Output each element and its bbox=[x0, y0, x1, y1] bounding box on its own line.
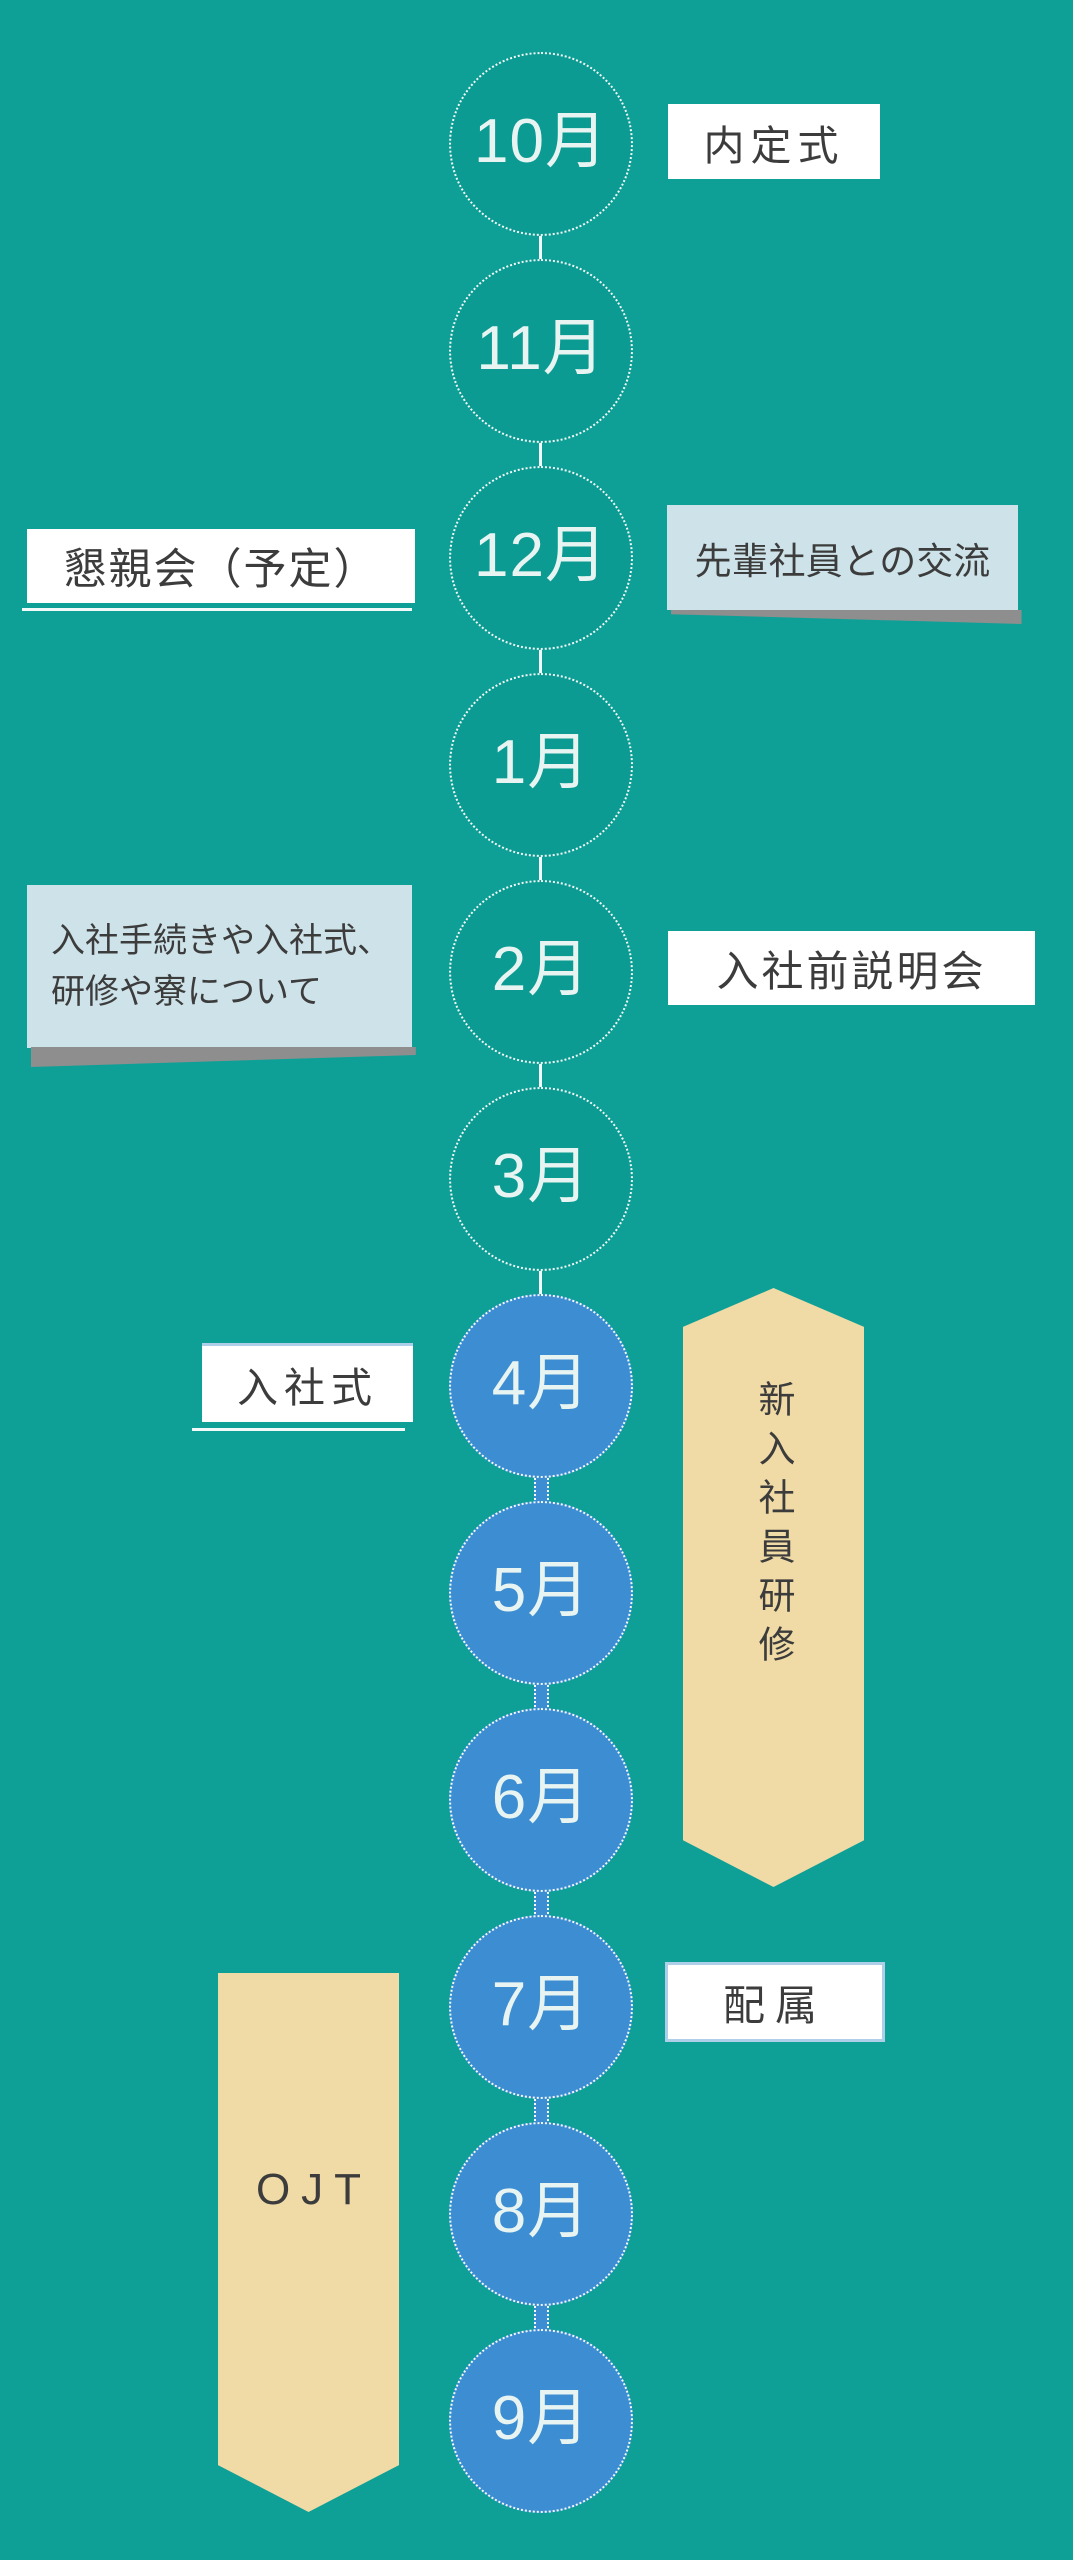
month-circle-11: 8月 bbox=[449, 2122, 633, 2306]
event-label-text: 入社前説明会 bbox=[716, 947, 987, 995]
month-label: 5月 bbox=[491, 1556, 591, 1625]
month-circle-9: 6月 bbox=[449, 1708, 633, 1892]
note-nyusha-tetsuzuki: 入社手続きや入社式、 研修や寮について bbox=[27, 885, 412, 1048]
timeline-connector-solid bbox=[534, 2299, 549, 2336]
event-label-haizoku: 配属 bbox=[665, 1962, 885, 2042]
banner-ojt: OJT bbox=[218, 1973, 399, 2512]
note-text-line2: 研修や寮について bbox=[51, 972, 322, 1011]
month-circle-12: 9月 bbox=[449, 2329, 633, 2513]
timeline-connector-solid bbox=[534, 1678, 549, 1715]
month-label: 1月 bbox=[491, 728, 591, 797]
month-label: 8月 bbox=[491, 2177, 591, 2246]
month-circle-7: 4月 bbox=[449, 1294, 633, 1478]
month-circle-3: 12月 bbox=[449, 466, 633, 650]
month-label: 12月 bbox=[474, 521, 608, 590]
note-text: 先輩社員との交流 bbox=[694, 540, 991, 582]
month-circle-1: 10月 bbox=[449, 52, 633, 236]
event-label-text: 懇親会（予定） bbox=[63, 546, 379, 594]
month-circle-8: 5月 bbox=[449, 1501, 633, 1685]
month-label: 10月 bbox=[474, 107, 608, 176]
timeline-connector-solid bbox=[534, 1885, 549, 1922]
month-circle-10: 7月 bbox=[449, 1915, 633, 2099]
month-label: 7月 bbox=[491, 1970, 591, 2039]
month-label: 6月 bbox=[491, 1763, 591, 1832]
event-label-text: 配属 bbox=[722, 1981, 827, 2029]
month-circle-4: 1月 bbox=[449, 673, 633, 857]
event-label-setsumeikai: 入社前説明会 bbox=[668, 931, 1035, 1005]
event-label-nyushashiki: 入社式 bbox=[192, 1343, 413, 1431]
timeline-connector-line bbox=[539, 1264, 542, 1301]
timeline-connector-solid bbox=[534, 2092, 549, 2129]
note-senpai-kouryu: 先輩社員との交流 bbox=[667, 505, 1018, 610]
timeline-connector-line bbox=[539, 229, 542, 266]
banner-text-vertical: 新入社員研修 bbox=[753, 1380, 794, 1674]
banner-text: OJT bbox=[255, 2165, 373, 2214]
month-circle-6: 3月 bbox=[449, 1087, 633, 1271]
note-text-line1: 入社手続きや入社式、 bbox=[51, 922, 391, 961]
month-label: 3月 bbox=[491, 1142, 591, 1211]
month-circle-2: 11月 bbox=[449, 259, 633, 443]
event-label-text: 入社式 bbox=[237, 1365, 378, 1411]
month-label: 11月 bbox=[476, 314, 606, 383]
banner-shinnyushain-kenshu: 新入社員研修 bbox=[683, 1288, 864, 1887]
timeline-connector-line bbox=[539, 1057, 542, 1094]
timeline-connector-line bbox=[539, 436, 542, 473]
event-label-text: 内定式 bbox=[703, 122, 845, 169]
timeline-connector-solid bbox=[534, 1471, 549, 1508]
month-label: 2月 bbox=[491, 935, 591, 1004]
month-label: 9月 bbox=[491, 2384, 591, 2453]
timeline-connector-line bbox=[539, 850, 542, 887]
timeline-connector-line bbox=[539, 643, 542, 680]
month-label: 4月 bbox=[491, 1349, 591, 1418]
event-label-konshinkai: 懇親会（予定） bbox=[22, 529, 415, 611]
month-circle-5: 2月 bbox=[449, 880, 633, 1064]
event-label-naiteishiki: 内定式 bbox=[668, 104, 880, 179]
